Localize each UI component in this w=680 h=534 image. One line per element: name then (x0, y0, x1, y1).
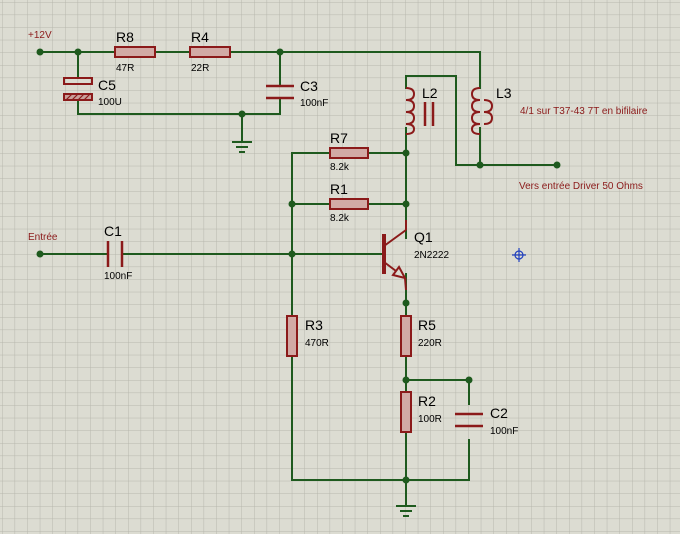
resistor-r7[interactable]: R7 8.2k (329, 130, 369, 173)
svg-text:100nF: 100nF (300, 98, 328, 109)
capacitor-c1[interactable]: C1 100nF (104, 223, 132, 282)
svg-text:C3: C3 (300, 78, 318, 94)
svg-text:100R: 100R (418, 414, 442, 425)
resistor-r4[interactable]: R4 22R (189, 29, 231, 74)
inductor-l2[interactable]: L2 (405, 85, 438, 135)
svg-text:L3: L3 (496, 85, 512, 101)
inductor-l3[interactable]: L3 4/1 sur T37-43 7T en bifilaire (470, 85, 648, 135)
svg-text:L2: L2 (422, 85, 438, 101)
capacitor-c2[interactable]: C2 100nF (455, 405, 518, 437)
resistor-r1[interactable]: R1 8.2k (329, 181, 369, 224)
resistor-r2[interactable]: R2 100R (400, 391, 442, 433)
resistor-r8[interactable]: R8 47R (114, 29, 156, 74)
svg-text:8.2k: 8.2k (330, 213, 350, 224)
svg-text:R3: R3 (305, 317, 323, 333)
svg-text:22R: 22R (191, 63, 209, 74)
svg-text:R2: R2 (418, 393, 436, 409)
svg-text:R4: R4 (191, 29, 209, 45)
svg-text:R1: R1 (330, 181, 348, 197)
svg-text:R8: R8 (116, 29, 134, 45)
crosshair-cursor-icon (512, 248, 526, 262)
svg-text:R5: R5 (418, 317, 436, 333)
junctions (36, 48, 561, 484)
svg-text:100U: 100U (98, 97, 122, 108)
svg-text:Q1: Q1 (414, 229, 433, 245)
vcc-label: +12V (28, 30, 52, 41)
svg-text:2N2222: 2N2222 (414, 250, 449, 261)
svg-text:8.2k: 8.2k (330, 162, 350, 173)
input-label: Entrée (28, 232, 58, 243)
ground-symbol-top (232, 141, 252, 153)
wires (39, 51, 558, 507)
transistor-q1[interactable]: Q1 2N2222 (382, 220, 449, 291)
capacitor-c3[interactable]: C3 100nF (266, 78, 328, 109)
resistor-r5[interactable]: R5 220R (400, 315, 442, 357)
svg-text:C2: C2 (490, 405, 508, 421)
svg-text:R7: R7 (330, 130, 348, 146)
resistor-r3[interactable]: R3 470R (286, 315, 329, 357)
svg-text:470R: 470R (305, 338, 329, 349)
svg-text:C1: C1 (104, 223, 122, 239)
svg-text:100nF: 100nF (104, 271, 132, 282)
capacitor-c5[interactable]: C5 100U (63, 77, 122, 108)
ground-symbol-bottom (396, 505, 416, 517)
output-label: Vers entrée Driver 50 Ohms (519, 181, 643, 192)
svg-text:220R: 220R (418, 338, 442, 349)
l3-note: 4/1 sur T37-43 7T en bifilaire (520, 106, 648, 117)
svg-text:47R: 47R (116, 63, 134, 74)
input-terminal (36, 250, 44, 258)
output-terminal (553, 161, 561, 169)
svg-text:C5: C5 (98, 77, 116, 93)
vcc-terminal (36, 48, 44, 56)
svg-text:100nF: 100nF (490, 426, 518, 437)
